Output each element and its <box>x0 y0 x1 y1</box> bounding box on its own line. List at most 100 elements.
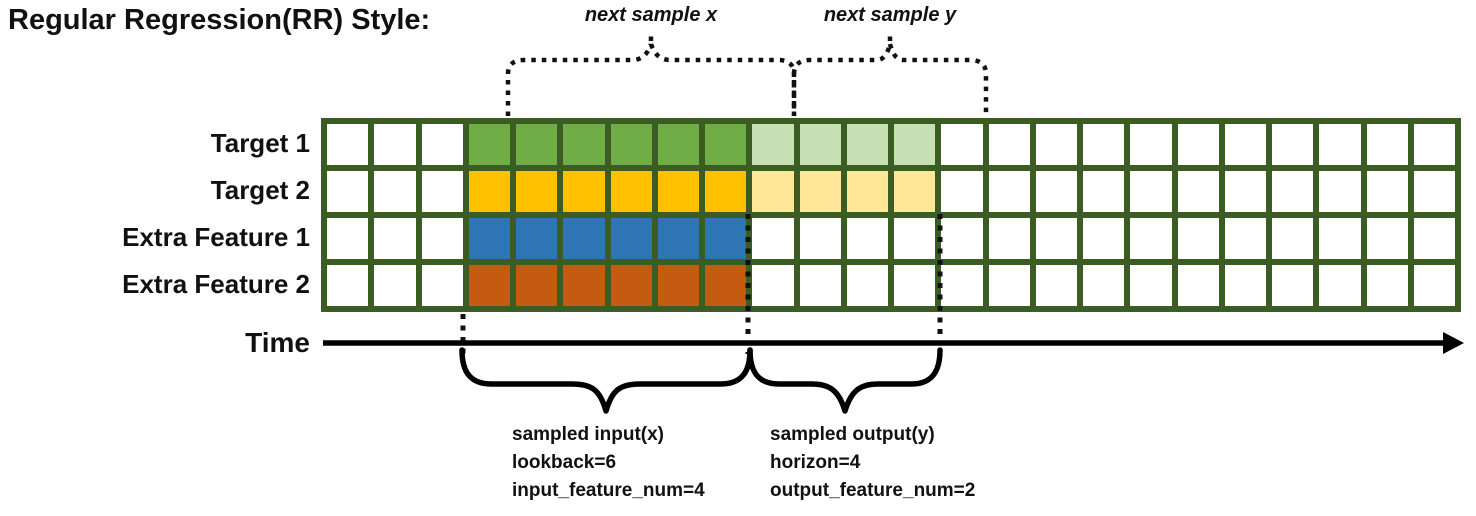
grid-cell <box>988 171 1030 212</box>
sampled-input-title: sampled input(x) <box>512 424 665 445</box>
grid-cell <box>752 218 794 259</box>
next-sample-y-label: next sample y <box>823 4 957 26</box>
grid-cell <box>1366 218 1408 259</box>
grid-cell <box>799 265 841 306</box>
grid-cell <box>752 265 794 306</box>
grid-cell <box>374 171 416 212</box>
grid-cell <box>846 265 888 306</box>
grid-cell <box>1035 124 1077 165</box>
sampled-output-brace <box>747 347 943 414</box>
grid-cell <box>1224 218 1266 259</box>
horizon-value: horizon=4 <box>770 452 861 473</box>
grid-cell <box>563 218 605 259</box>
grid-cell <box>327 171 369 212</box>
timeseries-grid <box>321 118 1461 312</box>
grid-cell <box>1130 171 1172 212</box>
grid-cell <box>1413 124 1455 165</box>
grid-cell <box>941 265 983 306</box>
grid-cell <box>1130 218 1172 259</box>
grid-cell <box>846 124 888 165</box>
grid-cell <box>1035 265 1077 306</box>
grid-cell <box>1413 218 1455 259</box>
grid-cell <box>988 124 1030 165</box>
grid-cell <box>894 218 936 259</box>
grid-cell <box>657 265 699 306</box>
grid-cell <box>1224 171 1266 212</box>
grid-cell <box>657 218 699 259</box>
grid-cell <box>752 124 794 165</box>
grid-cell <box>563 265 605 306</box>
grid-cell <box>1083 171 1125 212</box>
grid-cell <box>516 124 558 165</box>
grid-cell <box>1413 265 1455 306</box>
grid-cell <box>1272 265 1314 306</box>
grid-cell <box>563 124 605 165</box>
grid-cell <box>421 218 463 259</box>
grid-cell <box>374 265 416 306</box>
grid-cell <box>705 265 747 306</box>
grid-cell <box>1272 218 1314 259</box>
grid-cell <box>516 265 558 306</box>
grid-cell <box>421 124 463 165</box>
grid-cell <box>1224 124 1266 165</box>
grid-cell <box>1272 124 1314 165</box>
grid-cell <box>941 124 983 165</box>
grid-cell <box>988 218 1030 259</box>
row-label-target-2: Target 2 <box>210 175 310 205</box>
grid-cell <box>1083 265 1125 306</box>
grid-cell <box>610 218 652 259</box>
sampled-input-note: sampled input(x) lookback=6 input_featur… <box>512 421 772 505</box>
grid-cell <box>1177 124 1219 165</box>
grid-cell <box>1083 218 1125 259</box>
grid-cell <box>894 124 936 165</box>
grid-cell <box>610 171 652 212</box>
grid-cell <box>1366 124 1408 165</box>
grid-cell <box>327 124 369 165</box>
grid-cell <box>327 265 369 306</box>
grid-cell <box>657 124 699 165</box>
time-axis-label: Time <box>245 327 310 358</box>
grid-cell <box>1319 265 1361 306</box>
grid-cell <box>894 265 936 306</box>
sampled-input-brace <box>459 347 753 414</box>
grid-cell <box>799 124 841 165</box>
grid-cell <box>468 171 510 212</box>
grid-cell <box>1035 218 1077 259</box>
grid-cell <box>421 171 463 212</box>
grid-cell <box>752 171 794 212</box>
grid-cell <box>468 265 510 306</box>
grid-cell <box>1272 171 1314 212</box>
grid-cell <box>374 124 416 165</box>
grid-cell <box>1130 124 1172 165</box>
grid-cell <box>421 265 463 306</box>
grid-cell <box>799 218 841 259</box>
grid-cell <box>1035 171 1077 212</box>
output-feature-num: output_feature_num=2 <box>770 480 976 501</box>
grid-cell <box>846 171 888 212</box>
grid-cell <box>799 171 841 212</box>
grid-cell <box>1319 218 1361 259</box>
input-feature-num: input_feature_num=4 <box>512 480 705 501</box>
grid-cell <box>1130 265 1172 306</box>
grid-cell <box>1224 265 1266 306</box>
next-sample-x-label: next sample x <box>584 4 718 26</box>
grid-cell <box>941 218 983 259</box>
sampled-output-title: sampled output(y) <box>770 424 935 445</box>
row-label-target-1: Target 1 <box>210 128 310 158</box>
grid-cell <box>327 218 369 259</box>
grid-cell <box>941 171 983 212</box>
grid-cell <box>1319 171 1361 212</box>
grid-cell <box>1366 171 1408 212</box>
next-sample-y-brace <box>791 31 989 116</box>
grid-cell <box>846 218 888 259</box>
grid-cell <box>1366 265 1408 306</box>
row-label-extra-feature-1: Extra Feature 1 <box>122 222 310 252</box>
grid-cell <box>1177 171 1219 212</box>
grid-cell <box>374 218 416 259</box>
lookback-value: lookback=6 <box>512 452 617 473</box>
grid-cell <box>1177 265 1219 306</box>
grid-cell <box>705 171 747 212</box>
grid-cell <box>563 171 605 212</box>
grid-cell <box>988 265 1030 306</box>
